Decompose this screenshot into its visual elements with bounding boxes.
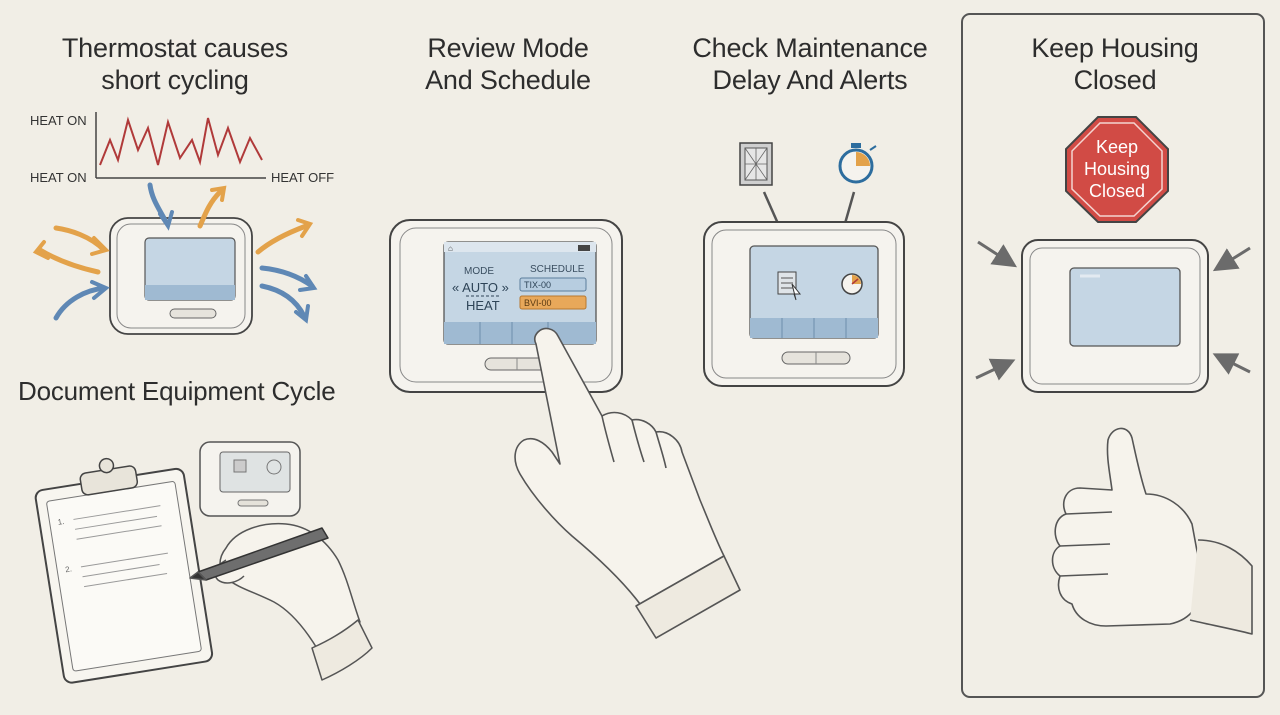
airflow-arrows	[32, 182, 318, 324]
pen-icon	[189, 527, 329, 581]
panel-title-maintenance: Check Maintenance Delay And Alerts	[692, 33, 928, 95]
cool-arrow	[259, 265, 315, 289]
graph-label-right: HEAT OFF	[271, 170, 335, 185]
schedule-row-2: BVI-00	[524, 298, 552, 308]
heat-arrow	[197, 189, 223, 229]
home-icon: ⌂	[448, 244, 453, 253]
stop-sign-icon	[1065, 116, 1169, 223]
panel-title-housing: Keep Housing Closed	[1031, 33, 1199, 95]
panel-title-review: Review Mode And Schedule	[425, 33, 591, 95]
writing-hand	[189, 522, 373, 681]
mode-alt-value: HEAT	[466, 298, 500, 313]
thumbs-up-hand	[1051, 427, 1253, 635]
pointing-hand	[514, 327, 741, 639]
mode-label: MODE	[464, 266, 494, 277]
cycling-graph	[95, 112, 266, 179]
document-thermostat	[199, 441, 301, 517]
cool-arrow	[53, 285, 107, 321]
filter-alert-icon	[777, 271, 802, 301]
timer-alert-icon	[841, 273, 863, 295]
timer-icon	[838, 143, 877, 184]
schedule-label: SCHEDULE	[530, 264, 585, 275]
graph-label-bottom: HEAT ON	[30, 170, 87, 185]
panel-title-cycling: Thermostat causes short cycling	[61, 33, 289, 95]
review-thermostat: ⌂ MODE SCHEDULE « AUTO » HEAT TIX-00 BVI…	[389, 219, 623, 393]
list-number-2: 2.	[65, 564, 73, 574]
heat-arrow	[37, 247, 101, 275]
schedule-row-1: TIX-00	[524, 280, 551, 290]
filter-icon	[739, 142, 773, 186]
stop-sign-text: Keep Housing Closed	[1083, 137, 1151, 201]
heat-arrow	[255, 223, 309, 255]
cycling-thermostat	[109, 217, 253, 335]
cool-arrow	[259, 283, 307, 319]
compress-arrows	[975, 240, 1251, 381]
cycling-graph-line	[99, 116, 263, 166]
mode-value: « AUTO »	[452, 280, 509, 295]
document-clipboard: 1. 2.	[34, 457, 214, 684]
list-number-1: 1.	[57, 517, 65, 527]
housing-panel-border	[961, 13, 1265, 698]
maintenance-thermostat	[703, 221, 905, 387]
housing-thermostat	[1021, 239, 1209, 393]
graph-label-top: HEAT ON	[30, 113, 87, 128]
panel-title-document: Document Equipment Cycle	[18, 376, 336, 406]
